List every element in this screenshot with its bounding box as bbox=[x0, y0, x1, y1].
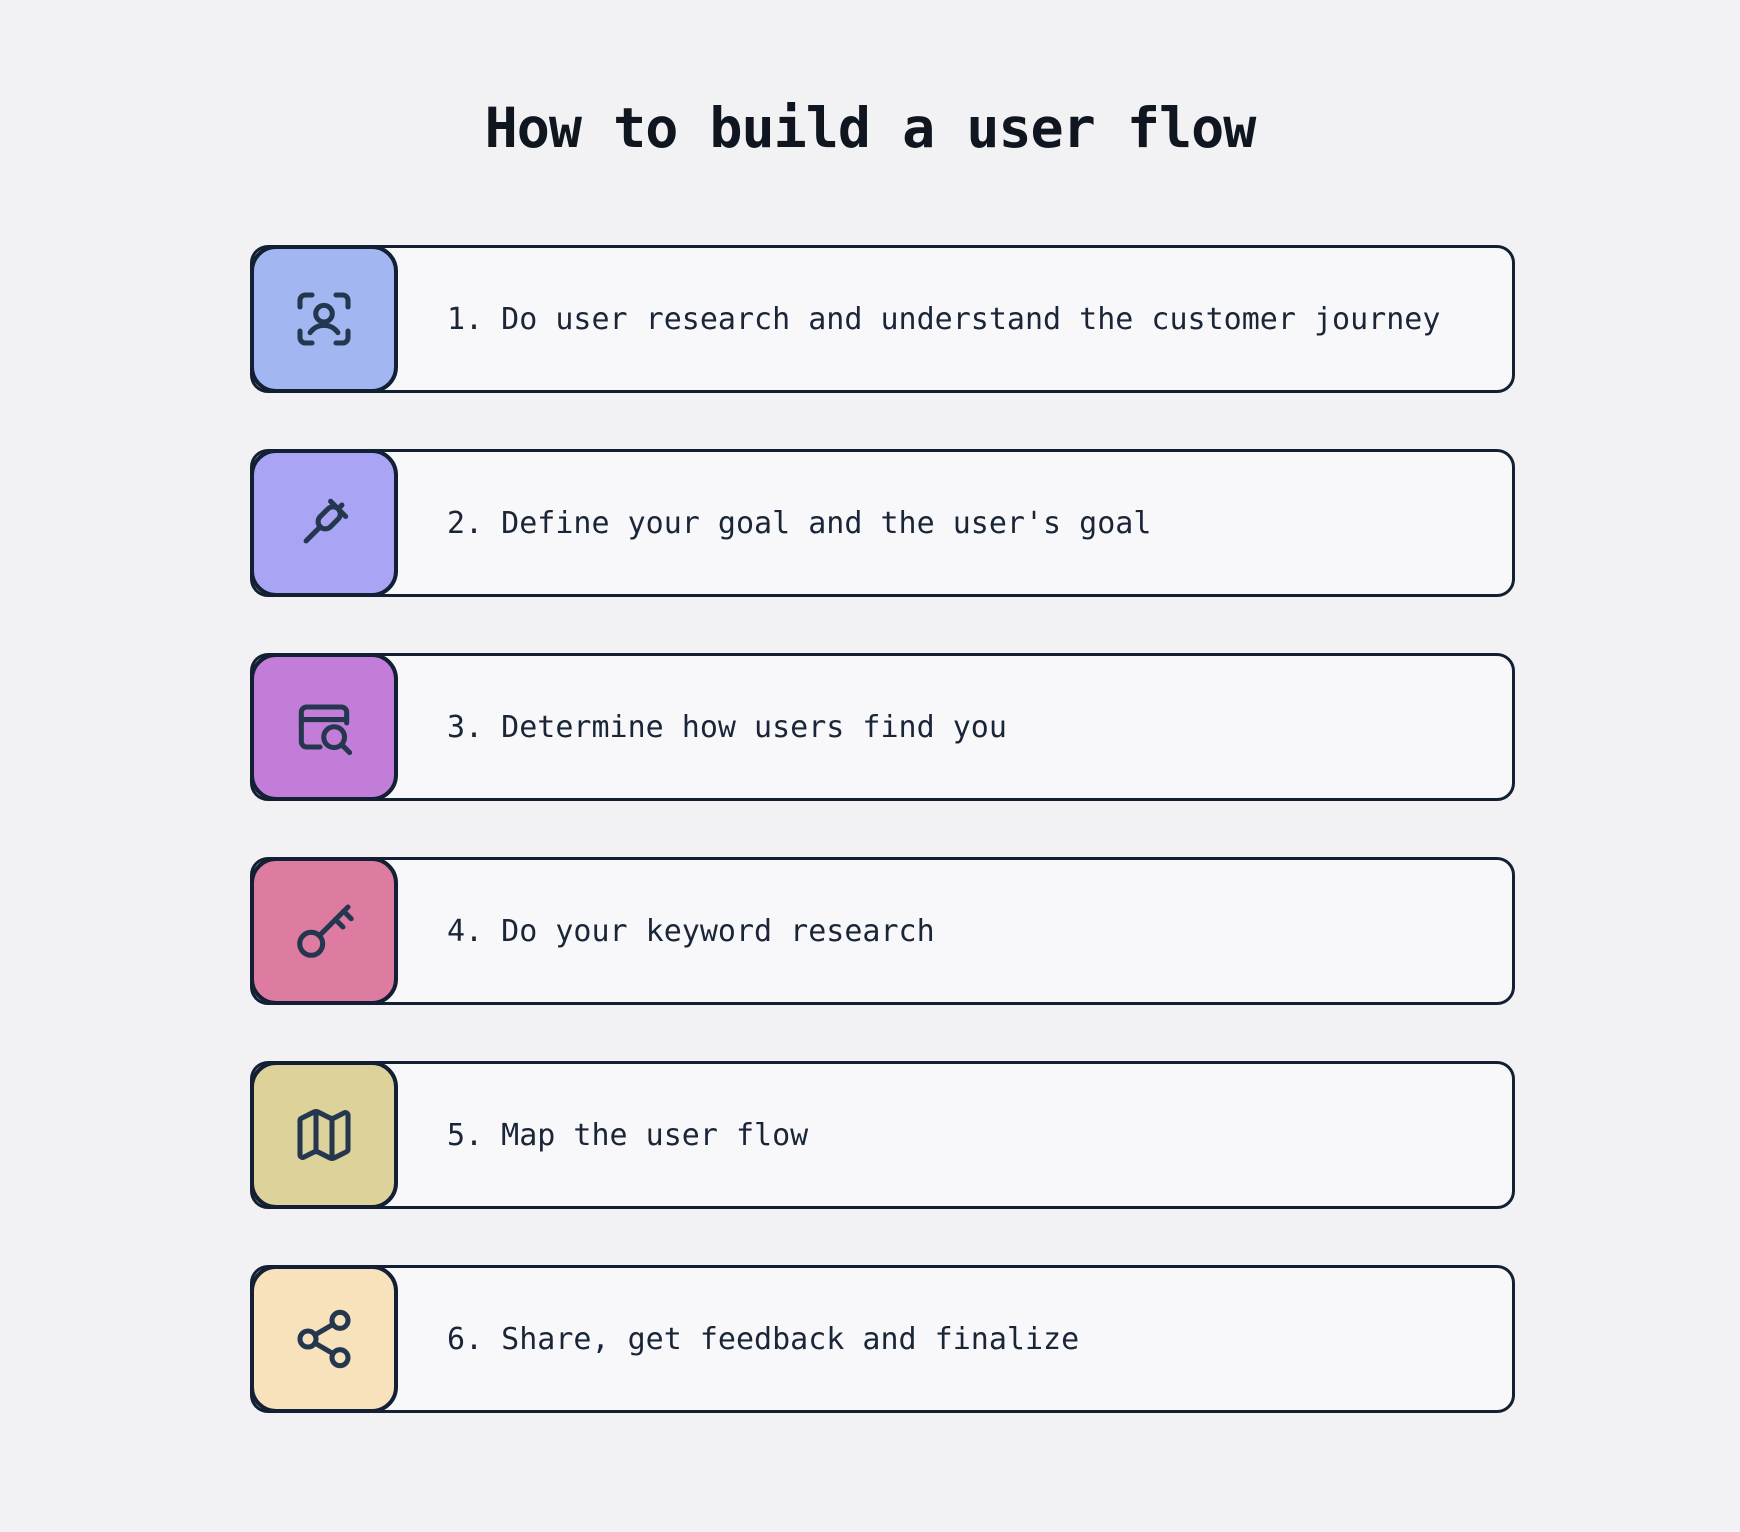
step-icon-box bbox=[250, 245, 398, 393]
step-label: 3. Determine how users find you bbox=[447, 709, 1007, 745]
step-bar bbox=[250, 449, 1515, 597]
pin-icon bbox=[303, 498, 349, 544]
window-search-icon bbox=[298, 704, 353, 756]
step-label: 1. Do user research and understand the c… bbox=[447, 301, 1441, 337]
step-icon-box bbox=[250, 1061, 398, 1209]
step-icon-box bbox=[250, 449, 398, 597]
step-icon-box bbox=[250, 653, 398, 801]
step-row-6: 6. Share, get feedback and finalize bbox=[250, 1265, 1515, 1413]
step-bar bbox=[250, 1265, 1515, 1413]
step-row-2: 2. Define your goal and the user's goal bbox=[250, 449, 1515, 597]
step-bar bbox=[250, 245, 1515, 393]
step-icon-box bbox=[250, 1265, 398, 1413]
step-label: 4. Do your keyword research bbox=[447, 913, 935, 949]
step-row-3: 3. Determine how users find you bbox=[250, 653, 1515, 801]
step-row-4: 4. Do your keyword research bbox=[250, 857, 1515, 1005]
user-scan-icon bbox=[297, 292, 351, 346]
step-bar bbox=[250, 1061, 1515, 1209]
share-icon bbox=[297, 1309, 351, 1369]
map-icon bbox=[297, 1109, 351, 1161]
step-row-1: 1. Do user research and understand the c… bbox=[250, 245, 1515, 393]
step-bar bbox=[250, 653, 1515, 801]
step-row-5: 5. Map the user flow bbox=[250, 1061, 1515, 1209]
step-label: 6. Share, get feedback and finalize bbox=[447, 1321, 1080, 1357]
page-title: How to build a user flow bbox=[484, 96, 1257, 160]
step-bar bbox=[250, 857, 1515, 1005]
step-icon-box bbox=[250, 857, 398, 1005]
step-label: 2. Define your goal and the user's goal bbox=[447, 505, 1152, 541]
steps-list: 1. Do user research and understand the c… bbox=[250, 245, 1515, 1413]
key-icon bbox=[297, 904, 354, 958]
step-label: 5. Map the user flow bbox=[447, 1117, 809, 1153]
